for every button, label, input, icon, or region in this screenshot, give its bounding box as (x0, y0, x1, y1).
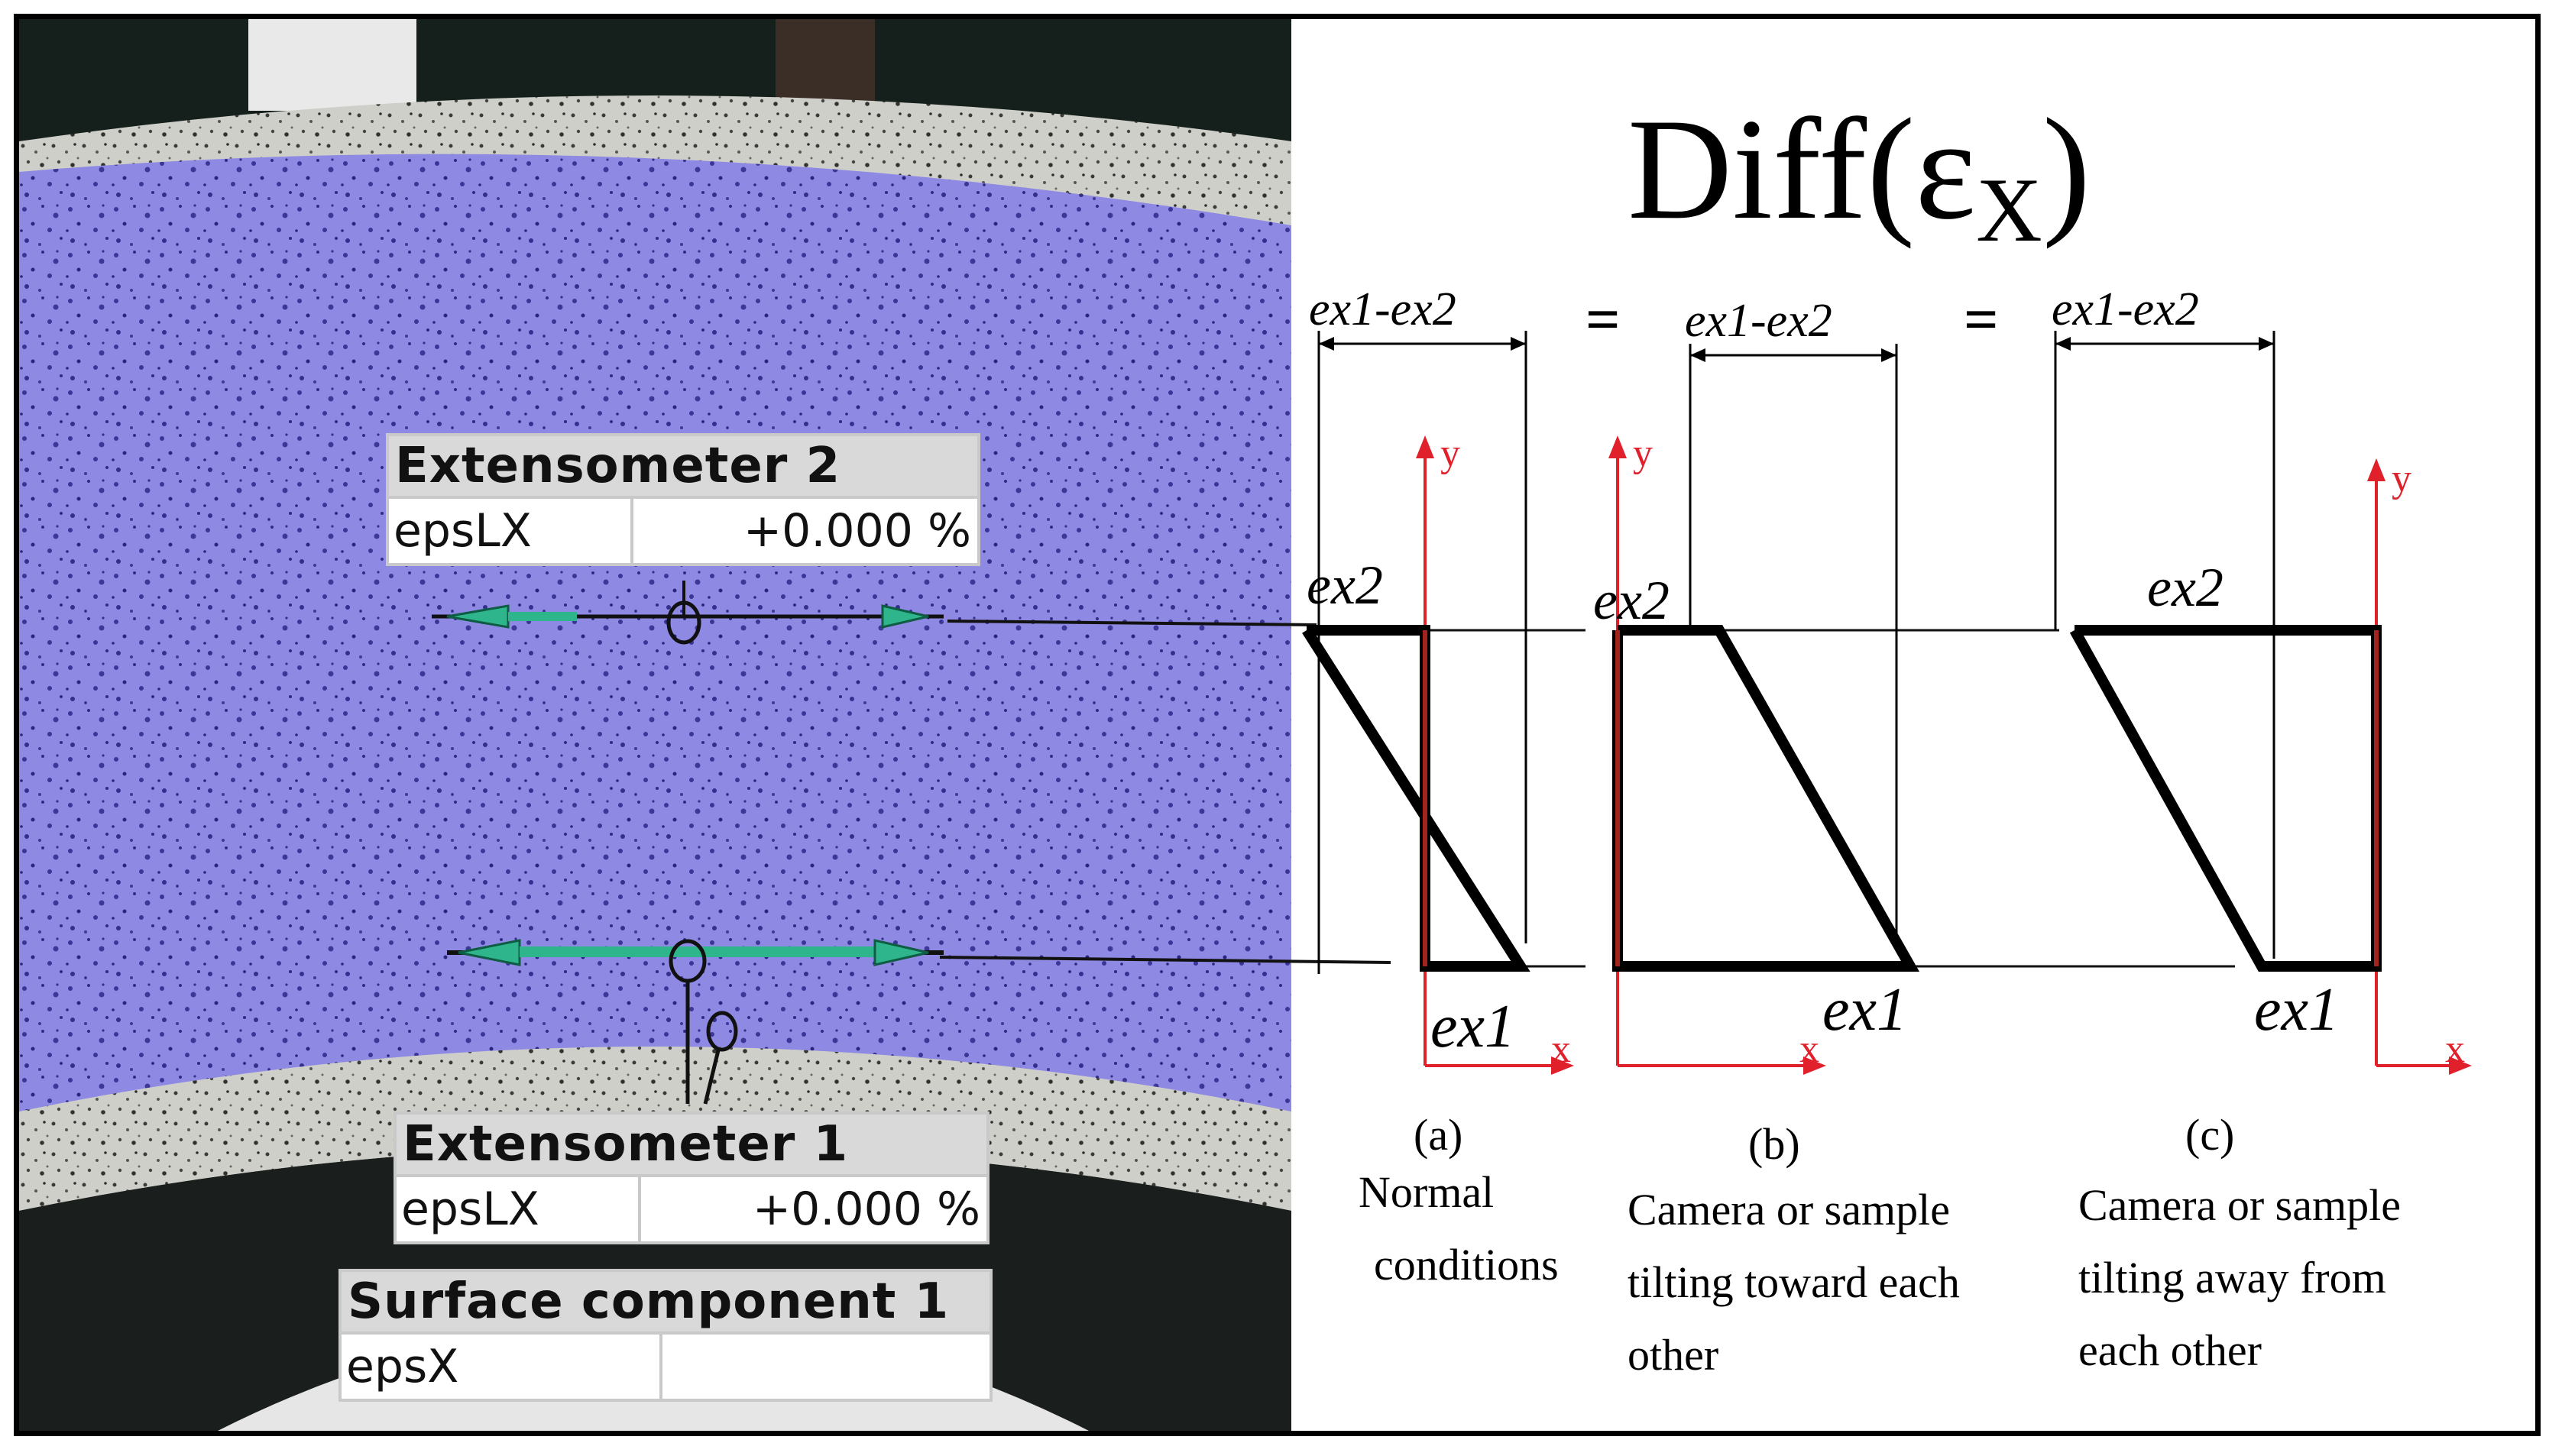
extensometer-2-marker[interactable] (432, 581, 944, 645)
axis-y-b: y (1633, 432, 1653, 475)
strain-difference-diagram: Diff(εX) ex1-ex2 ex1-ex2 ex1-ex2 = = (1302, 89, 2472, 1380)
shape-tilt-toward (1612, 625, 1920, 972)
point-label-top-b: ex2 (1593, 570, 1670, 631)
panel-letter-c: (c) (2185, 1110, 2234, 1160)
extensometer-1-panel: Extensometer 1 epsLX +0.000 % (394, 1111, 989, 1244)
width-label-c: ex1-ex2 (2052, 283, 2199, 335)
diagram-title: Diff(εX) (1628, 89, 2091, 260)
extensometer-1-marker[interactable] (447, 939, 944, 1105)
extensometer-2-label: epsLX (389, 499, 633, 563)
extensometer-1-row: epsLX +0.000 % (397, 1174, 986, 1241)
caption-a-line-1: Normal (1359, 1167, 1494, 1217)
surface-component-panel: Surface component 1 epsX (338, 1269, 993, 1402)
point-label-top-c: ex2 (2147, 557, 2224, 618)
connector-lines (939, 620, 2235, 968)
caption-b-line-2: tilting toward each (1628, 1257, 1960, 1307)
extensometer-1-title: Extensometer 1 (397, 1115, 986, 1174)
caption-c-line-1: Camera or sample (2078, 1180, 2401, 1230)
caption-b-line-3: other (1628, 1330, 1718, 1380)
width-label-b: ex1-ex2 (1685, 295, 1832, 347)
axis-x-a: x (1551, 1027, 1571, 1071)
red-axis-arrowheads (1416, 435, 2472, 1075)
point-label-bottom-c: ex1 (2254, 976, 2339, 1043)
extensometer-2-row: epsLX +0.000 % (389, 496, 977, 563)
point-label-bottom-a: ex1 (1430, 993, 1515, 1060)
shape-normal (1302, 625, 1530, 972)
equals-1: = (1585, 286, 1621, 354)
speckle-specimen (19, 154, 1291, 1150)
caption-a-line-2: conditions (1374, 1240, 1559, 1289)
extensometer-1-value: +0.000 % (752, 1183, 980, 1236)
figure-frame: Extensometer 2 epsLX +0.000 % Extensomet… (14, 14, 2541, 1436)
red-axes (1424, 447, 2460, 1067)
caption-b-line-1: Camera or sample (1628, 1185, 1950, 1234)
point-label-bottom-b: ex1 (1822, 976, 1907, 1043)
extensometer-2-title: Extensometer 2 (389, 436, 977, 496)
axis-y-c: y (2392, 457, 2411, 500)
surface-component-label: epsX (342, 1335, 662, 1399)
extensometer-2-value: +0.000 % (743, 504, 971, 558)
panel-letter-a: (a) (1414, 1110, 1462, 1160)
dic-photo-panel: Extensometer 2 epsLX +0.000 % Extensomet… (19, 19, 1291, 1431)
width-label-a: ex1-ex2 (1309, 283, 1456, 335)
shape-tilt-away (2069, 625, 2382, 972)
point-label-top-a: ex2 (1307, 555, 1383, 616)
extensometer-2-panel: Extensometer 2 epsLX +0.000 % (386, 433, 980, 566)
axis-x-b: x (1799, 1027, 1819, 1071)
extensometer-1-label: epsLX (397, 1177, 641, 1241)
panel-letter-b: (b) (1748, 1119, 1800, 1169)
surface-component-title: Surface component 1 (342, 1272, 989, 1331)
dimension-arrowheads (1319, 337, 2274, 362)
surface-component-row: epsX (342, 1331, 989, 1399)
equals-2: = (1964, 286, 1999, 354)
caption-c-line-2: tilting away from (2078, 1253, 2386, 1302)
axis-x-c: x (2445, 1027, 2465, 1071)
caption-c-line-3: each other (2078, 1325, 2262, 1375)
axis-y-a: y (1440, 432, 1460, 475)
